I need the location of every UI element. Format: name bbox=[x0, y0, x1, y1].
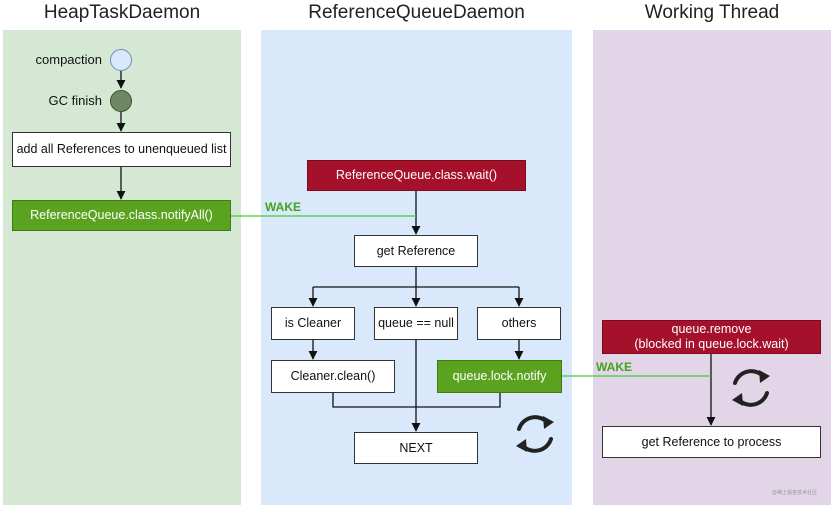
queue-null-box: queue == null bbox=[374, 307, 458, 340]
get-reference-box: get Reference bbox=[354, 235, 478, 267]
wake-label-1: WAKE bbox=[265, 200, 301, 214]
is-cleaner-box: is Cleaner bbox=[271, 307, 355, 340]
queue-remove-box: queue.remove (blocked in queue.lock.wait… bbox=[602, 320, 821, 354]
edge-notify-merge bbox=[416, 393, 501, 408]
others-box: others bbox=[477, 307, 561, 340]
add-references-box: add all References to unenqueued list bbox=[12, 132, 231, 167]
notify-all-box: ReferenceQueue.class.notifyAll() bbox=[12, 200, 231, 231]
wake-label-2: WAKE bbox=[596, 360, 632, 374]
reference-queue-wait-box: ReferenceQueue.class.wait() bbox=[307, 160, 526, 191]
edge-clean-merge bbox=[332, 393, 416, 408]
queue-lock-notify-box: queue.lock.notify bbox=[437, 360, 562, 393]
get-reference-to-process-box: get Reference to process bbox=[602, 426, 821, 458]
cleaner-clean-box: Cleaner.clean() bbox=[271, 360, 395, 393]
compaction-label: compaction bbox=[35, 52, 102, 67]
compaction-node bbox=[110, 49, 132, 71]
gc-finish-node bbox=[110, 90, 132, 112]
next-box: NEXT bbox=[354, 432, 478, 464]
lane-title-worker: Working Thread bbox=[644, 2, 780, 23]
lane-title-refq: ReferenceQueueDaemon bbox=[308, 2, 525, 23]
watermark: @稀土掘金技术社区 bbox=[772, 490, 818, 496]
lane-title-heap: HeapTaskDaemon bbox=[43, 2, 201, 23]
gc-finish-label: GC finish bbox=[48, 93, 102, 108]
